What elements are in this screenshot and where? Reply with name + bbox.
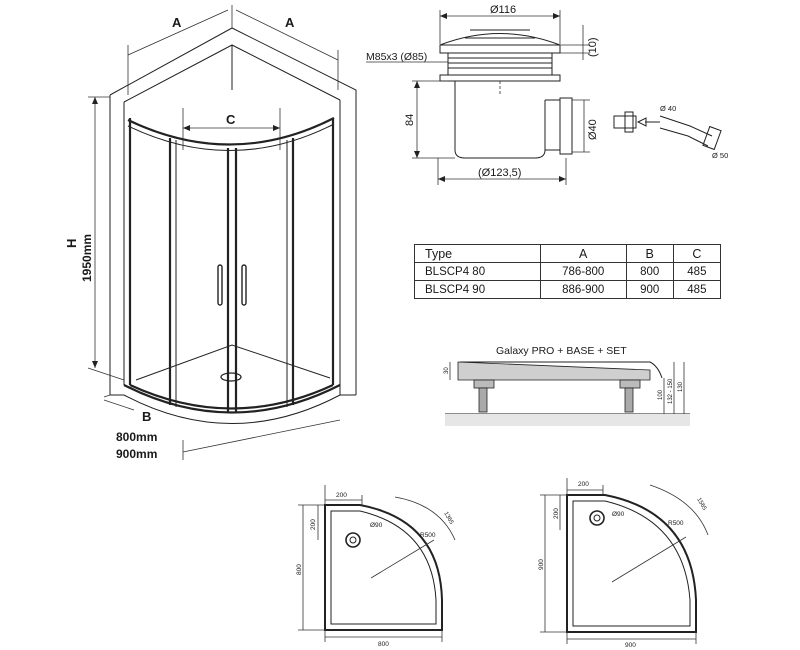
table-row: BLSCP4 90 886-900 900 485: [414, 280, 722, 299]
tray-front-top: [123, 384, 341, 414]
label-h: H: [64, 239, 79, 248]
leg-right: [624, 387, 634, 413]
label-a-right: A: [285, 15, 295, 30]
cell-c: 485: [672, 280, 722, 299]
plan-view-900: 200 200 Ø90 R500 1565 900 900: [538, 478, 709, 649]
cell-type: BLSCP4 80: [414, 262, 541, 281]
door-handle-right: [241, 264, 247, 306]
tray-drain: [220, 372, 242, 382]
top-rail: [127, 117, 335, 146]
header-b: B: [625, 244, 674, 263]
plan-900-height: 900: [538, 559, 545, 570]
label-tray-left: 30: [444, 367, 450, 374]
label-top-height: (10): [587, 37, 599, 57]
plan-900-top-200: 200: [578, 481, 589, 488]
label-c: C: [226, 112, 236, 127]
plan-800-diag: 1365: [442, 511, 454, 526]
cell-c: 485: [672, 262, 722, 281]
leg-right-top: [619, 379, 641, 389]
plan-900-outline: [566, 494, 697, 633]
label-top-diameter: Ø116: [490, 4, 516, 16]
tray-front-bottom: [123, 394, 341, 424]
label-a-left: A: [172, 15, 182, 30]
plan-800-side-200: 200: [310, 519, 317, 530]
arrow-icon: [636, 117, 647, 127]
label-outlet-diameter: Ø40: [587, 119, 599, 140]
label-pipe-40: Ø 40: [660, 104, 676, 113]
drain-body: [454, 81, 546, 159]
label-tray-right-2: 132 - 150: [668, 378, 674, 404]
plan-900-radius: R500: [668, 520, 684, 527]
floor: [445, 414, 690, 426]
bottom-rail: [129, 384, 334, 410]
header-c: C: [672, 244, 722, 263]
plan-800-height: 800: [296, 564, 303, 575]
cell-a: 886-900: [539, 280, 627, 299]
dim-a-left: [127, 9, 229, 56]
table-header-row: Type A B C: [414, 244, 722, 263]
tray-section-title: Galaxy PRO + BASE + SET: [496, 345, 627, 357]
back-wall-outline: [109, 27, 357, 395]
label-pipe-50: Ø 50: [712, 151, 728, 160]
label-tray-right-3: 130: [678, 381, 684, 392]
plan-900-diag: 1565: [695, 497, 707, 512]
tray-body: [457, 361, 651, 381]
label-bottom-diameter: (Ø123,5): [478, 167, 521, 179]
plan-view-800: 200 200 Ø90 R500 1365 800 800: [296, 485, 456, 648]
cell-b: 900: [625, 280, 674, 299]
cell-a: 786-800: [539, 262, 627, 281]
plan-800-top-200: 200: [336, 492, 347, 499]
label-tray-right-1: 100: [658, 389, 664, 400]
drain-drawing: Ø116 M85x3 (Ø85) (10) 84 Ø40 (Ø123,5): [366, 4, 728, 185]
dim-width: [182, 419, 341, 453]
leg-left: [478, 387, 488, 413]
shower-enclosure: A A C H 1950mm B 800mm 900mm: [64, 5, 357, 461]
door-handle-left: [217, 264, 223, 306]
label-body-height: 84: [404, 114, 416, 126]
plan-800-drain-label: Ø90: [370, 522, 383, 529]
drain-cap: [439, 33, 561, 46]
plan-800-radius: R500: [420, 532, 436, 539]
label-width-1: 800mm: [116, 430, 157, 444]
spec-table: Type A B C BLSCP4 80 786-800 800 485 BLS…: [414, 244, 722, 299]
cell-type: BLSCP4 90: [414, 280, 541, 299]
drain-outlet: [545, 99, 561, 151]
label-height: 1950mm: [80, 234, 94, 282]
plan-900-drain: [589, 510, 605, 526]
cell-b: 800: [625, 262, 674, 281]
tray-top: [460, 361, 663, 379]
plan-900-side-200: 200: [553, 508, 560, 519]
pipe: [659, 115, 713, 147]
dim-a-right: [235, 9, 339, 61]
plan-800-width: 800: [378, 641, 389, 648]
label-b: B: [142, 409, 151, 424]
label-thread: M85x3 (Ø85): [366, 51, 427, 63]
tray-back: [135, 344, 331, 381]
plan-900-drain-label: Ø90: [612, 511, 625, 518]
tray-section-drawing: Galaxy PRO + BASE + SET 30 100 132 - 150…: [444, 345, 690, 426]
header-type: Type: [414, 244, 541, 263]
table-row: BLSCP4 80 786-800 800 485: [414, 262, 722, 281]
drain-thread: [447, 52, 553, 76]
plan-800-outline: [324, 504, 443, 631]
header-a: A: [539, 244, 627, 263]
dim-b: [103, 399, 135, 411]
label-width-2: 900mm: [116, 447, 157, 461]
plan-900-width: 900: [625, 642, 636, 649]
top-rail-inner: [127, 123, 335, 151]
leg-left-top: [473, 379, 495, 389]
plan-800-drain: [345, 532, 361, 548]
